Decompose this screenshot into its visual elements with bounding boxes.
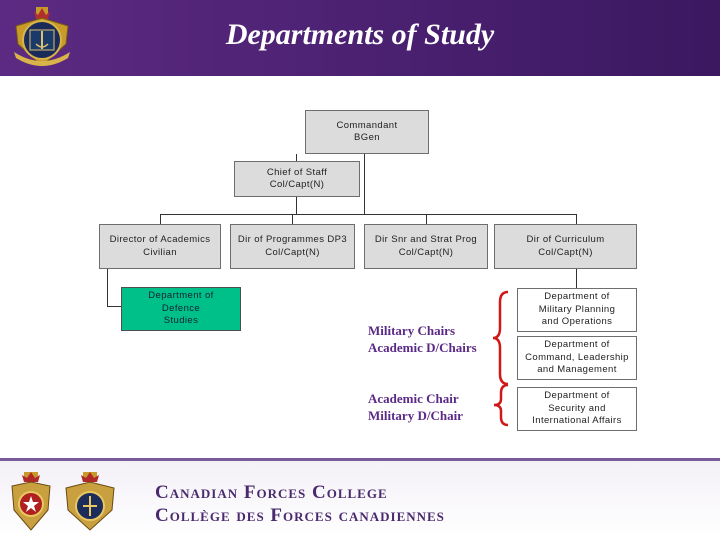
brace-group-2-icon (493, 383, 509, 427)
dds-line3: Studies (163, 315, 199, 327)
dds-line1: Department of (148, 290, 214, 302)
footer-divider (0, 458, 720, 461)
connector-doa-dds (107, 306, 122, 307)
footer-band (0, 458, 720, 540)
dept-clm-line3: and Management (537, 364, 617, 376)
org-name-english: Canadian Forces College (155, 482, 388, 503)
connector-dir4 (576, 214, 577, 224)
connector-cur-down (576, 269, 577, 288)
dept-military-planning-box: Department of Military Planning and Oper… (517, 288, 637, 332)
chief-of-staff-box: Chief of Staff Col/Capt(N) (234, 161, 360, 197)
connector-dir3 (426, 214, 427, 224)
chief-of-staff-rank: Col/Capt(N) (269, 179, 325, 190)
dept-defence-studies-box: Department of Defence Studies (121, 287, 241, 331)
dir-snr-strat-rank: Col/Capt(N) (398, 246, 454, 258)
college-crest-icon (14, 7, 70, 67)
commandant-title: Commandant (336, 119, 398, 131)
dir-snr-strat-box: Dir Snr and Strat Prog Col/Capt(N) (364, 224, 488, 269)
dept-sia-line2: Security and (548, 402, 606, 414)
dds-line2: Defence (161, 302, 201, 314)
dir-curriculum-title: Dir of Curriculum (526, 234, 605, 245)
dir-curriculum-box: Dir of Curriculum Col/Capt(N) (494, 224, 637, 269)
dept-sia-line3: International Affairs (532, 415, 622, 427)
chairs-group-1-line1: Military Chairs (368, 323, 456, 338)
connector-commandant-right (364, 154, 365, 215)
director-academics-title: Director of Academics (109, 234, 211, 245)
connector-horizontal (160, 214, 577, 215)
connector-dir1 (160, 214, 161, 224)
dir-programmes-box: Dir of Programmes DP3 Col/Capt(N) (230, 224, 355, 269)
chairs-group-2-line2: Military D/Chair (368, 408, 463, 423)
org-name-french: Collège des Forces canadiennes (155, 505, 445, 526)
dept-mpo-line1: Department of (544, 291, 610, 303)
dir-curriculum-rank: Col/Capt(N) (538, 246, 593, 258)
commandant-rank: BGen (354, 132, 380, 143)
dir-programmes-rank: Col/Capt(N) (265, 246, 320, 258)
commandant-box: Commandant BGen (305, 110, 429, 154)
college-badge-icon (65, 472, 115, 531)
connector-cos-down (296, 197, 297, 215)
dept-command-leadership-box: Department of Command, Leadership and Ma… (517, 336, 637, 380)
connector-dir2 (292, 214, 293, 224)
chairs-group-1-label: Military Chairs Academic D/Chairs (368, 322, 477, 356)
dept-clm-line1: Department of (544, 339, 610, 351)
chairs-group-2-line1: Academic Chair (368, 391, 459, 406)
chairs-group-1-line2: Academic D/Chairs (368, 340, 477, 355)
header-banner (0, 0, 720, 76)
dept-security-international-box: Department of Security and International… (517, 387, 637, 431)
page-title: Departments of Study (225, 18, 495, 51)
dir-programmes-title: Dir of Programmes DP3 (237, 234, 348, 245)
director-academics-rank: Civilian (143, 246, 177, 258)
canadian-forces-badge-icon (11, 472, 51, 531)
brace-group-1-icon (492, 290, 509, 386)
chief-of-staff-title: Chief of Staff (266, 166, 328, 178)
connector-commandant-left (296, 154, 297, 162)
director-academics-box: Director of Academics Civilian (99, 224, 221, 269)
connector-doa-down (107, 269, 108, 307)
dept-mpo-line2: Military Planning (538, 303, 616, 315)
dept-sia-line1: Department of (544, 390, 610, 402)
dept-clm-line2: Command, Leadership (525, 351, 629, 363)
chairs-group-2-label: Academic Chair Military D/Chair (368, 390, 463, 424)
dir-snr-strat-title: Dir Snr and Strat Prog (374, 234, 478, 245)
dept-mpo-line3: and Operations (541, 316, 613, 328)
